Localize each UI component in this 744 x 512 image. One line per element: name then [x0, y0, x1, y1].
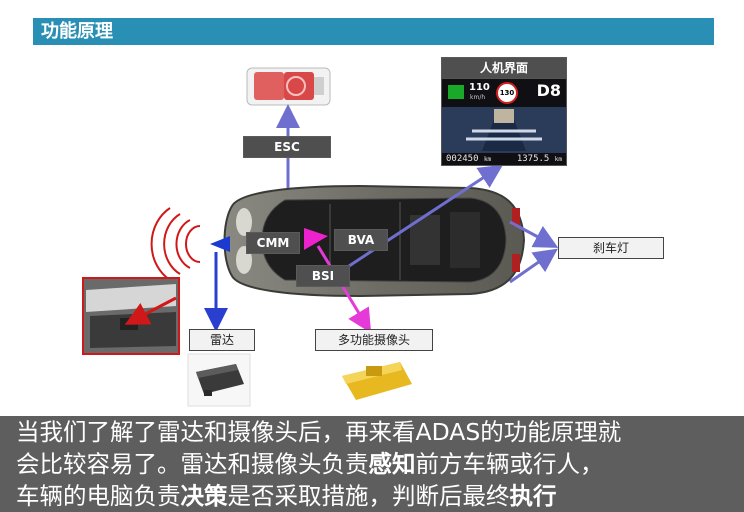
arrow-bsi-to-hmi [345, 164, 504, 270]
hmi-odometer: 002450 km [446, 154, 492, 164]
caption-line-2: 会比较容易了。雷达和摄像头负责感知前方车辆或行人， [16, 450, 604, 478]
multifunction-camera-image [342, 362, 412, 400]
arrow-car-to-brake-light-top [509, 220, 559, 248]
section-header: 功能原理 [33, 18, 714, 45]
hmi-display: 110 km/h 130 D8 002450 km 1375.5 km [441, 78, 567, 166]
bsi-label: BSI [296, 265, 350, 287]
radar-label: 雷达 [189, 329, 255, 351]
bva-label: BVA [334, 229, 388, 251]
front-bumper-photo [82, 277, 180, 355]
brake-light-label: 刹车灯 [558, 237, 664, 259]
hmi-speed-unit: km/h [470, 94, 486, 101]
hmi-gear: D8 [536, 81, 561, 100]
adas-diagram [82, 67, 559, 407]
section-title: 功能原理 [41, 21, 113, 42]
radar-waves [150, 207, 201, 281]
caption-line-1: 当我们了解了雷达和摄像头后，再来看ADAS的功能原理就 [16, 418, 622, 446]
camera-sensor-marker [304, 228, 328, 250]
hmi-label: 人机界面 [441, 57, 567, 79]
arrow-camera-to-multicamera [316, 245, 372, 334]
camera-label: 多功能摄像头 [315, 329, 433, 351]
esc-unit-image [246, 67, 331, 106]
hmi-speed-limit-sign: 130 [496, 82, 518, 104]
radar-sensor-marker [210, 236, 230, 252]
hmi-speed: 110 [469, 82, 490, 93]
arrow-car-to-brake-light-bottom [509, 248, 558, 284]
hmi-trip: 1375.5 km [516, 154, 562, 164]
esc-label: ESC [243, 136, 331, 158]
radar-module-image [187, 353, 251, 407]
caption-line-3: 车辆的电脑负责决策是否采取措施，判断后最终执行 [16, 482, 557, 510]
cmm-label: CMM [246, 232, 300, 254]
caption-text: 当我们了解了雷达和摄像头后，再来看ADAS的功能原理就 会比较容易了。雷达和摄像… [0, 416, 744, 512]
